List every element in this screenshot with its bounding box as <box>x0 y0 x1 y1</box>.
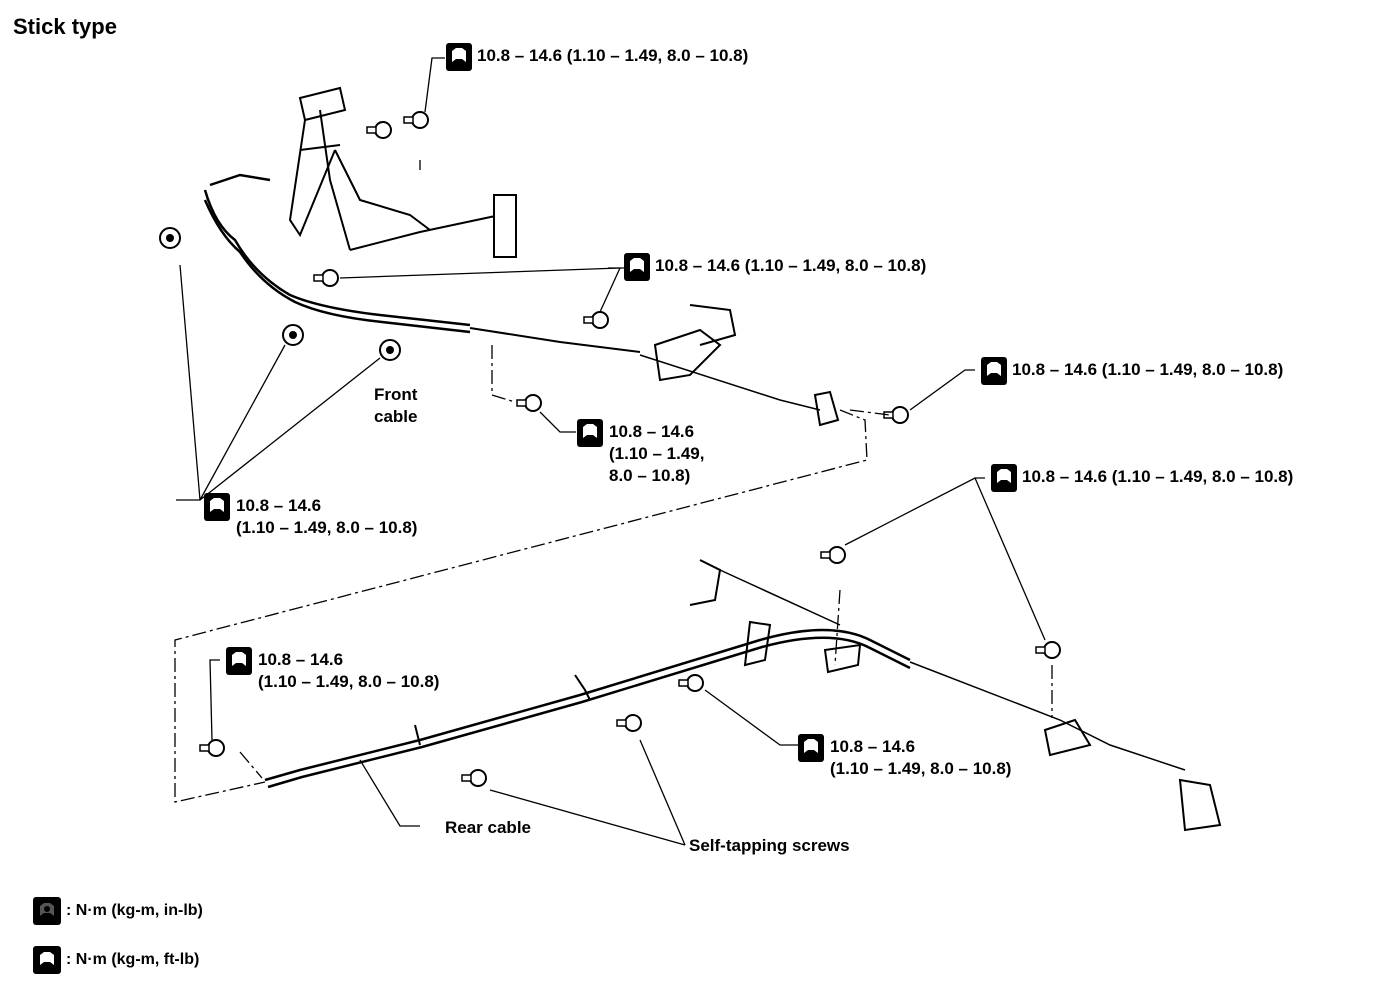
torque-wrench-icon <box>991 464 1017 492</box>
torque-wrench-icon <box>798 734 824 762</box>
torque-spec-2: 10.8 – 14.6 (1.10 – 1.49, 8.0 – 10.8) <box>655 256 927 275</box>
torque-spec-8: 10.8 – 14.6 (1.10 – 1.49, 8.0 – 10.8) <box>830 737 1012 778</box>
front-cable <box>203 173 821 411</box>
torque-outline-icon <box>33 946 61 974</box>
torque-filled-icon <box>33 897 61 925</box>
torque-wrench-icon <box>577 419 603 447</box>
diagram-title: Stick type <box>13 14 117 39</box>
torque-wrench-icon <box>446 43 472 71</box>
rear-brackets <box>414 620 1222 832</box>
torque-spec-7: 10.8 – 14.6 (1.10 – 1.49, 8.0 – 10.8) <box>258 650 440 691</box>
torque-spec-4: 10.8 – 14.6 (1.10 – 1.49, 8.0 – 10.8) <box>609 422 705 485</box>
torque-wrench-icon <box>204 493 230 521</box>
torque-wrench-icon <box>624 253 650 281</box>
torque-wrench-icon <box>981 357 1007 385</box>
legend-row-in-lb: : N·m (kg-m, in-lb) <box>32 896 203 926</box>
torque-spec-3: 10.8 – 14.6 (1.10 – 1.49, 8.0 – 10.8) <box>1012 360 1284 379</box>
pedal-bracket <box>288 86 517 258</box>
leader-lines <box>176 57 1046 846</box>
rear-cable-label: Rear cable <box>445 818 531 837</box>
rear-cable <box>264 559 1186 789</box>
legend-row-ft-lb: : N·m (kg-m, ft-lb) <box>32 945 199 975</box>
connection-lines <box>174 160 1053 803</box>
front-cable-label: Front cable <box>374 385 418 426</box>
self-tapping-screws-label: Self-tapping screws <box>689 836 850 855</box>
torque-wrench-icon <box>226 647 252 675</box>
torque-spec-5: 10.8 – 14.6 (1.10 – 1.49, 8.0 – 10.8) <box>236 496 418 537</box>
torque-spec-6: 10.8 – 14.6 (1.10 – 1.49, 8.0 – 10.8) <box>1022 467 1294 486</box>
cable-bracket <box>653 304 840 427</box>
torque-spec-1: 10.8 – 14.6 (1.10 – 1.49, 8.0 – 10.8) <box>477 46 749 65</box>
